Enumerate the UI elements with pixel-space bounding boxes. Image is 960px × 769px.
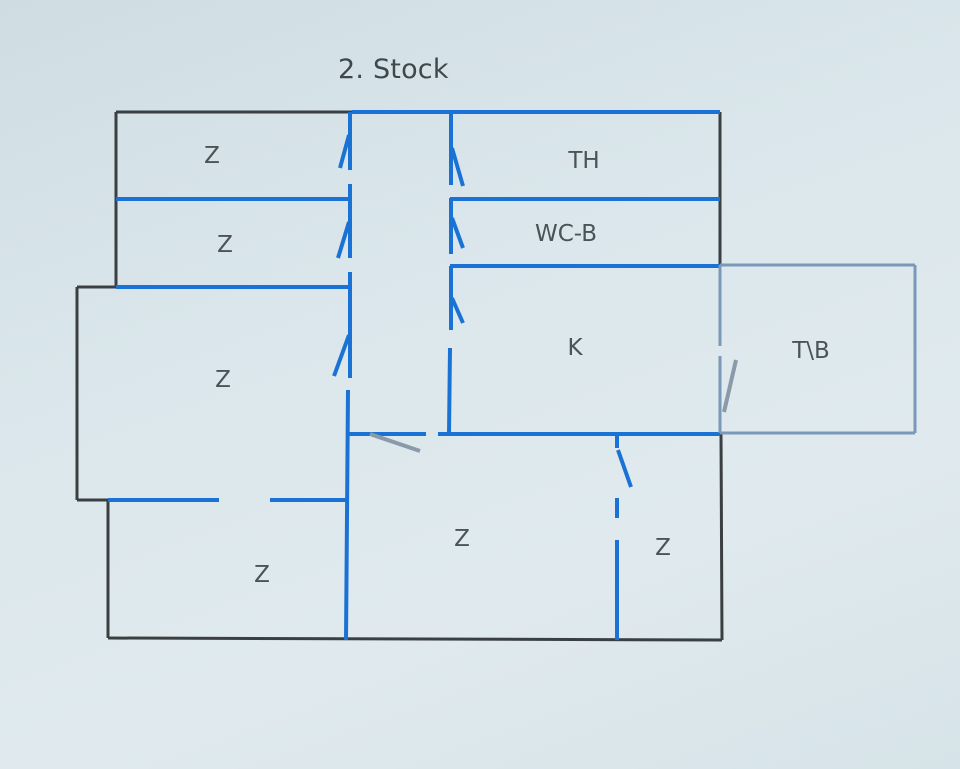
balcony-outline xyxy=(718,263,917,435)
door-swing-icon xyxy=(336,221,351,259)
room-label-th: TH xyxy=(567,148,599,174)
room-label-z-second-left: Z xyxy=(217,232,233,258)
room-label-z-top-left: Z xyxy=(204,143,220,169)
door-swing-icon xyxy=(616,449,633,488)
door-swing-icon xyxy=(332,334,351,377)
door-swing-icon xyxy=(450,147,465,187)
door-swings-grey xyxy=(369,359,738,453)
outer-walls xyxy=(75,110,724,642)
room-label-k: K xyxy=(567,335,583,361)
door-swings xyxy=(332,134,633,488)
room-label-z-bottom-left: Z xyxy=(254,562,270,588)
inner-walls xyxy=(108,110,720,641)
door-swing-icon xyxy=(450,297,465,324)
room-label-wc-b: WC-B xyxy=(535,221,597,247)
room-label-z-bottom-right: Z xyxy=(655,535,671,561)
floor-plan-title: 2. Stock xyxy=(338,54,449,85)
room-label-z-middle-left: Z xyxy=(215,367,231,393)
door-swing-icon xyxy=(450,217,465,249)
room-label-z-bottom-center: Z xyxy=(454,526,470,552)
room-label-t-b: T\B xyxy=(791,338,830,364)
door-swing-icon xyxy=(722,359,738,413)
door-swing-icon xyxy=(369,432,421,453)
door-swing-icon xyxy=(338,134,351,169)
